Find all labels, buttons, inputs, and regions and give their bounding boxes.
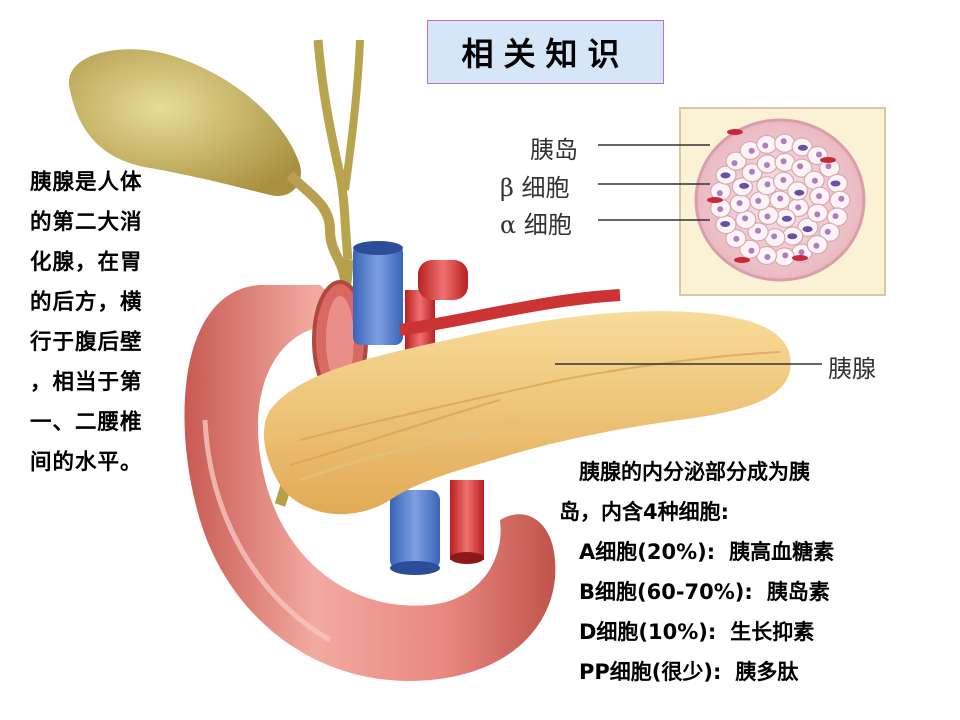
islet-cell-nucleus bbox=[780, 177, 787, 183]
islet-cell-nucleus bbox=[755, 197, 762, 204]
islet-cell-nucleus bbox=[816, 193, 823, 200]
islet-cell-nucleus bbox=[736, 200, 743, 207]
islet-cell-nucleus bbox=[816, 151, 822, 158]
cell-hormone: 胰多肽 bbox=[735, 660, 799, 684]
islet-cell-nucleus bbox=[825, 163, 832, 170]
islet-cell-nucleus bbox=[802, 226, 813, 233]
islet-cell-nucleus bbox=[720, 221, 731, 227]
capillary bbox=[820, 157, 836, 163]
label-alpha-cell: α 细胞 bbox=[500, 211, 572, 239]
islet-cell-nucleus bbox=[813, 242, 820, 249]
islet-cell-nucleus bbox=[794, 189, 805, 196]
info-intro-line: 胰腺的内分泌部分成为胰 bbox=[579, 460, 810, 484]
cell-name: PP细胞(很少): bbox=[579, 660, 722, 684]
islet-cell-nucleus bbox=[764, 181, 771, 188]
islet-cell-nucleus bbox=[832, 213, 839, 220]
description-line: 胰腺是人体 bbox=[30, 170, 143, 195]
islet-cell-nucleus bbox=[748, 247, 755, 254]
description-line: 化腺，在胃 bbox=[30, 250, 143, 275]
slide-title: 相关知识 bbox=[427, 20, 664, 84]
islet-cell-nucleus bbox=[762, 142, 769, 149]
description-line: 一、二腰椎 bbox=[30, 410, 143, 435]
capillary bbox=[792, 255, 808, 261]
islet-cell-nucleus bbox=[755, 227, 761, 234]
islet-cell-nucleus bbox=[797, 163, 804, 170]
islet-cell-nucleus bbox=[811, 177, 818, 184]
islet-cell-nucleus bbox=[838, 195, 845, 202]
islet-inset bbox=[679, 107, 886, 296]
islet-cell-nucleus bbox=[742, 215, 749, 222]
cell-name: A细胞(20%): bbox=[579, 540, 716, 564]
islet-cell-nucleus bbox=[716, 190, 723, 197]
info-cell-d: D细胞(10%): 生长抑素 bbox=[559, 612, 949, 652]
islet-cell-nucleus bbox=[739, 182, 750, 189]
info-intro-line: 岛，内含4种细胞: bbox=[559, 500, 730, 524]
label-pancreas: 胰腺 bbox=[828, 355, 876, 383]
islet-cell-nucleus bbox=[780, 158, 787, 165]
islet-cell-nucleus bbox=[824, 228, 831, 235]
capillary bbox=[734, 257, 750, 263]
islet-cell-nucleus bbox=[748, 147, 755, 154]
islet-cell-nucleus bbox=[780, 138, 787, 145]
description-line: 行于腹后壁 bbox=[30, 330, 143, 355]
islet-cell-nucleus bbox=[777, 195, 784, 202]
gallbladder bbox=[68, 49, 350, 286]
islet-cell-nucleus bbox=[720, 172, 731, 179]
islet-cell-nucleus bbox=[763, 162, 770, 168]
islet-cell-nucleus bbox=[764, 254, 771, 260]
info-cell-pp: PP细胞(很少): 胰多肽 bbox=[559, 652, 949, 692]
pancreas bbox=[263, 311, 791, 515]
islet-cell-nucleus bbox=[787, 233, 798, 240]
islet-cell-nucleus bbox=[782, 252, 789, 259]
capillary bbox=[727, 129, 743, 135]
description-line: 的第二大消 bbox=[30, 210, 143, 235]
label-islet: 胰岛 bbox=[530, 136, 578, 164]
islet-cell-nucleus bbox=[814, 211, 821, 218]
islet-cell-nucleus bbox=[830, 180, 841, 187]
islet-cell-nucleus bbox=[749, 168, 755, 175]
pancreas-description: 胰腺是人体 的第二大消 化腺，在胃 的后方，横 行于腹后壁 ，相当于第 一、二腰… bbox=[30, 163, 198, 483]
cell-name: D细胞(10%): bbox=[579, 620, 717, 644]
islet-cell-nucleus bbox=[733, 235, 740, 242]
endocrine-info: 胰腺的内分泌部分成为胰 岛，内含4种细胞: A细胞(20%): 胰高血糖素 B细胞… bbox=[559, 452, 949, 692]
islet-cell-nucleus bbox=[795, 204, 802, 211]
description-line: ，相当于第 bbox=[30, 370, 143, 395]
islet-cells bbox=[707, 129, 851, 267]
islet-cell-nucleus bbox=[798, 249, 805, 256]
islet-cell-nucleus bbox=[797, 144, 808, 151]
islet-cell-nucleus bbox=[731, 160, 738, 167]
islet-cell-nucleus bbox=[781, 215, 792, 222]
label-leader-lines bbox=[555, 144, 822, 365]
islet-cell-nucleus bbox=[771, 233, 778, 240]
label-beta-cell: β 细胞 bbox=[500, 174, 570, 202]
cell-hormone: 胰岛素 bbox=[766, 580, 830, 604]
info-cell-a: A细胞(20%): 胰高血糖素 bbox=[559, 532, 949, 572]
islet-cell-nucleus bbox=[717, 206, 724, 213]
description-line: 的后方，横 bbox=[30, 290, 143, 315]
cell-name: B细胞(60-70%): bbox=[579, 580, 753, 604]
description-line: 间的水平。 bbox=[30, 450, 143, 475]
capillary bbox=[707, 197, 723, 203]
cell-hormone: 胰高血糖素 bbox=[729, 540, 835, 564]
islet-cell-nucleus bbox=[764, 213, 771, 220]
info-cell-b: B细胞(60-70%): 胰岛素 bbox=[559, 572, 949, 612]
cell-hormone: 生长抑素 bbox=[730, 620, 815, 644]
